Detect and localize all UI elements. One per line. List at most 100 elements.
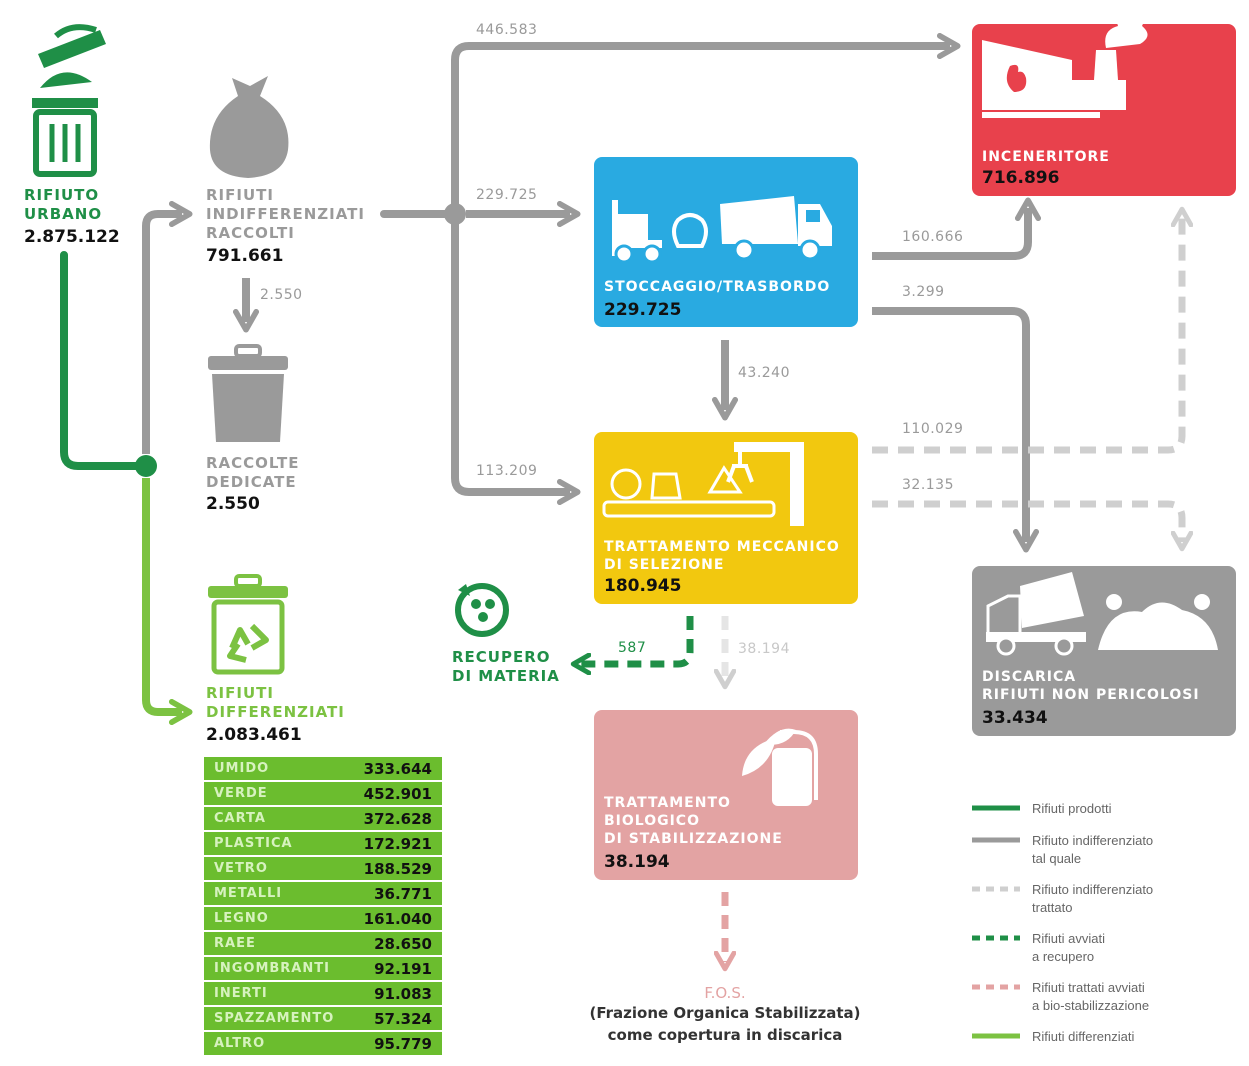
- trattamento-biologico-label-2: BIOLOGICO: [604, 813, 700, 829]
- differenziati-row-name: METALLI: [214, 886, 283, 901]
- leaf-tank-icon: [742, 728, 818, 806]
- legend-label-solid-dark-green: Rifiuti prodotti: [1032, 801, 1112, 816]
- discarica-value: 33.434: [982, 708, 1048, 728]
- flow-to-trattamento-direct: [451, 224, 570, 492]
- differenziati-row-value: 57.324: [374, 1009, 432, 1028]
- flow-to-inceneritore-direct: [451, 46, 950, 204]
- differenziati-row-name: PLASTICA: [214, 836, 293, 851]
- legend-label-dashed-light-gray: trattato: [1032, 900, 1073, 915]
- inceneritore-value: 716.896: [982, 168, 1060, 188]
- dump-truck-icon: [986, 572, 1218, 656]
- differenziati-row-name: VERDE: [214, 786, 268, 801]
- indifferenziati-label-1: RIFIUTI: [206, 186, 274, 204]
- recycle-bin-icon: [208, 574, 288, 675]
- legend-label-solid-gray: Rifiuto indifferenziato: [1032, 833, 1154, 848]
- trattamento-biologico-value: 38.194: [604, 852, 670, 872]
- flow-label-to-recupero: 587: [618, 640, 647, 656]
- raccolte-dedicate-label-1: RACCOLTE: [206, 454, 300, 472]
- flow-label-to-biologico: 38.194: [738, 641, 790, 657]
- differenziati-row-name: INERTI: [214, 986, 268, 1001]
- incinerator-icon: [982, 8, 1148, 118]
- flow-stoccaggio-inceneritore: [872, 208, 1028, 260]
- flow-label-to-trattamento: 113.209: [476, 463, 538, 479]
- flow-label-to-stoccaggio: 229.725: [476, 187, 538, 203]
- rifiuto-urbano-value: 2.875.122: [24, 227, 120, 247]
- differenziati-row-name: ALTRO: [214, 1036, 266, 1051]
- legend-swatches: [972, 805, 1020, 1039]
- fos-full-name: (Frazione Organica Stabilizzata): [589, 1004, 861, 1022]
- dustbin-icon: [208, 344, 288, 442]
- raccolte-dedicate-value: 2.550: [206, 494, 260, 514]
- differenziati-row: CARTA 372.628: [204, 807, 442, 830]
- flow-junction-green: [135, 455, 157, 477]
- differenziati-row-value: 372.628: [363, 809, 432, 828]
- differenziati-row-name: VETRO: [214, 861, 268, 876]
- flow-junction-gray: [444, 203, 466, 225]
- flow-label-stoccaggio-inceneritore: 160.666: [902, 229, 964, 245]
- fos-abbrev: F.O.S.: [704, 984, 746, 1002]
- indifferenziati-value: 791.661: [206, 246, 284, 266]
- differenziati-row-name: SPAZZAMENTO: [214, 1011, 335, 1026]
- flow-stoccaggio-discarica: [872, 307, 1026, 542]
- differenziati-row: ALTRO 95.779: [204, 1032, 442, 1055]
- differenziati-row-value: 92.191: [374, 959, 432, 978]
- sorting-machine-icon: [602, 442, 804, 526]
- trattamento-biologico-label-1: TRATTAMENTO: [604, 795, 731, 811]
- forklift-truck-icon: [612, 196, 832, 264]
- stoccaggio-label: STOCCAGGIO/TRASBORDO: [604, 279, 831, 295]
- differenziati-row-value: 333.644: [363, 759, 432, 778]
- legend-label-dashed-pink: a bio-stabilizzazione: [1032, 998, 1150, 1013]
- rifiuto-urbano-label-1: RIFIUTO: [24, 186, 100, 204]
- differenziati-row-name: UMIDO: [214, 761, 270, 776]
- flow-trattamento-inceneritore: [872, 216, 1182, 454]
- recupero-label-2: DI MATERIA: [452, 667, 560, 685]
- differenziati-row-value: 188.529: [363, 859, 432, 878]
- flow-label-to-inceneritore: 446.583: [476, 22, 538, 38]
- trattamento-meccanico-label-1: TRATTAMENTO MECCANICO: [604, 539, 840, 555]
- trash-bin-icon: [32, 24, 106, 177]
- trattamento-biologico-label-3: DI STABILIZZAZIONE: [604, 831, 783, 847]
- differenziati-label-2: DIFFERENZIATI: [206, 703, 345, 721]
- legend-label-dashed-light-gray: Rifiuto indifferenziato: [1032, 882, 1154, 897]
- recupero-label-1: RECUPERO: [452, 648, 551, 666]
- inceneritore-label: INCENERITORE: [982, 149, 1110, 165]
- differenziati-value: 2.083.461: [206, 725, 302, 745]
- flow-label-stoccaggio-discarica: 3.299: [902, 284, 945, 300]
- discarica-label-2: RIFIUTI NON PERICOLOSI: [982, 687, 1200, 703]
- differenziati-row-value: 28.650: [374, 934, 432, 953]
- flow-rifiuti-prodotti: [60, 251, 150, 470]
- differenziati-label-1: RIFIUTI: [206, 684, 274, 702]
- trattamento-meccanico-box: [594, 432, 858, 604]
- fos-usage: come copertura in discarica: [607, 1026, 843, 1044]
- differenziati-row-name: CARTA: [214, 811, 266, 826]
- differenziati-row: RAEE 28.650: [204, 932, 442, 955]
- differenziati-row-name: LEGNO: [214, 911, 269, 926]
- flow-label-trattamento-discarica: 32.135: [902, 477, 954, 493]
- differenziati-row-value: 452.901: [363, 784, 432, 803]
- legend-label-dashed-pink: Rifiuti trattati avviati: [1032, 980, 1145, 995]
- differenziati-row: VETRO 188.529: [204, 857, 442, 880]
- legend-label-dashed-green: a recupero: [1032, 949, 1095, 964]
- differenziati-row-name: RAEE: [214, 936, 256, 951]
- indifferenziati-label-2: INDIFFERENZIATI: [206, 205, 365, 223]
- discarica-box: [972, 566, 1236, 736]
- differenziati-row: UMIDO 333.644: [204, 757, 442, 780]
- stoccaggio-value: 229.725: [604, 300, 682, 320]
- raccolte-dedicate-label-2: DEDICATE: [206, 473, 297, 491]
- legend-label-solid-light-green: Rifiuti differenziati: [1032, 1029, 1135, 1044]
- flow-to-indifferenziati: [142, 214, 182, 454]
- legend-label-dashed-green: Rifiuti avviati: [1032, 931, 1105, 946]
- differenziati-row-value: 95.779: [374, 1034, 432, 1053]
- differenziati-row: INGOMBRANTI 92.191: [204, 957, 442, 980]
- differenziati-row-name: INGOMBRANTI: [214, 961, 330, 976]
- flow-trattamento-discarica: [872, 500, 1182, 542]
- garbage-bag-icon: [209, 76, 289, 178]
- differenziati-row-value: 91.083: [374, 984, 432, 1003]
- discarica-label-1: DISCARICA: [982, 669, 1077, 685]
- differenziati-row: VERDE 452.901: [204, 782, 442, 805]
- flow-to-recupero: [580, 616, 694, 664]
